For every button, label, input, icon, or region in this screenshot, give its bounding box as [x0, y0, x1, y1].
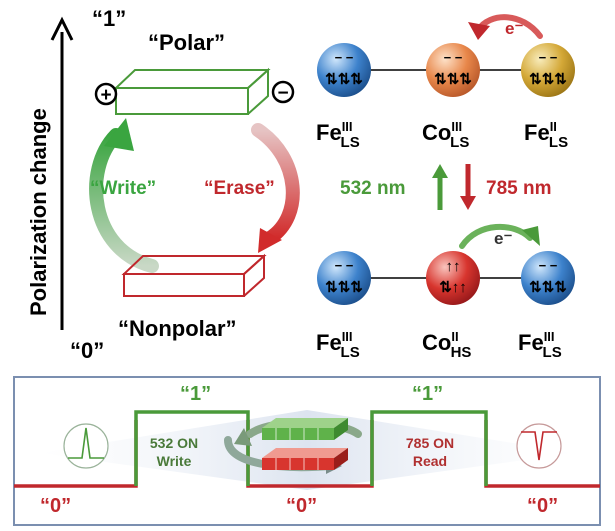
read-line1: 785 ON: [406, 435, 454, 451]
orbital-t2g: ⇅⇅⇅: [529, 279, 567, 296]
red-crystal: [262, 448, 348, 470]
state-zero-left: “0”: [40, 495, 71, 517]
electron-label: e⁻: [505, 19, 523, 38]
axis-top-label: “1”: [92, 6, 126, 31]
read-line2: Read: [413, 453, 447, 469]
wavelength-785: 785 nm: [486, 178, 551, 199]
sphere-fe-ii-ls-top: − − ⇅⇅⇅: [521, 43, 575, 97]
erase-label: “Erase”: [204, 178, 275, 199]
electron-transfer-top: e⁻: [468, 14, 543, 40]
electron-transfer-bottom: e⁻: [459, 223, 540, 249]
orbital-eg: − −: [539, 50, 558, 65]
orbital-eg: − −: [335, 50, 354, 65]
plus-charge: +: [94, 82, 118, 106]
nonpolar-prism: [121, 253, 267, 297]
orbital-eg-hs: ↑↑: [446, 258, 461, 275]
erase-arrowhead: [258, 228, 282, 253]
orbital-t2g: ⇅⇅⇅: [325, 279, 363, 296]
light-785-arrow: 785 nm: [460, 164, 551, 210]
erase-arrow: [251, 123, 300, 253]
polar-label: “Polar”: [148, 30, 225, 55]
write-label: “Write”: [90, 178, 156, 199]
signal-one-trace: [134, 410, 488, 486]
state-zero-mid: “0”: [286, 495, 317, 517]
pulse-peak-icon: [63, 423, 109, 469]
axis-label: Polarization change: [26, 108, 51, 316]
sphere-co-iii-ls-top: − − ⇅⇅⇅: [426, 43, 480, 97]
electron-label: e⁻: [494, 229, 512, 248]
sphere-fe-iii-ls-top: − − ⇅⇅⇅: [317, 43, 371, 97]
wavelength-532: 532 nm: [340, 178, 405, 199]
light-532-arrow: 532 nm: [340, 164, 448, 210]
polar-prism: [113, 67, 271, 115]
write-arrow: [89, 118, 159, 273]
orbital-eg: − −: [444, 50, 463, 65]
sphere-fe-iii-ls-bottom-left: − − ⇅⇅⇅: [317, 251, 371, 305]
state-zero-right: “0”: [527, 495, 558, 517]
minus-symbol: −: [277, 83, 288, 104]
state-one-left: “1”: [180, 383, 211, 405]
axis-arrowhead: [50, 16, 74, 41]
orbital-t2g: ⇅⇅⇅: [529, 71, 567, 88]
orbital-t2g-hs: ⇅↑↑: [439, 279, 467, 296]
state-one-right: “1”: [412, 383, 443, 405]
sphere-co-ii-hs-bottom: ↑↑ ⇅↑↑: [426, 251, 480, 305]
sphere-fe-iii-ls-bottom-right: − − ⇅⇅⇅: [521, 251, 575, 305]
plus-symbol: +: [100, 85, 111, 106]
pulse-dip-icon: [516, 423, 562, 469]
write-line2: Write: [157, 453, 192, 469]
orbital-t2g: ⇅⇅⇅: [325, 71, 363, 88]
polarization-axis: “1” “0” Polarization change: [26, 6, 126, 363]
orbital-eg: − −: [335, 258, 354, 273]
orbital-eg: − −: [539, 258, 558, 273]
write-arrowhead: [104, 118, 134, 151]
nonpolar-label: “Nonpolar”: [118, 316, 237, 341]
signal-panel: “1” “1” “0” “0” “0” 532 ON Write 785 ON …: [13, 376, 601, 526]
green-crystal: [262, 418, 348, 440]
orbital-t2g: ⇅⇅⇅: [434, 71, 472, 88]
minus-charge: −: [271, 80, 295, 104]
axis-bottom-label: “0”: [70, 338, 104, 363]
write-line1: 532 ON: [150, 435, 198, 451]
